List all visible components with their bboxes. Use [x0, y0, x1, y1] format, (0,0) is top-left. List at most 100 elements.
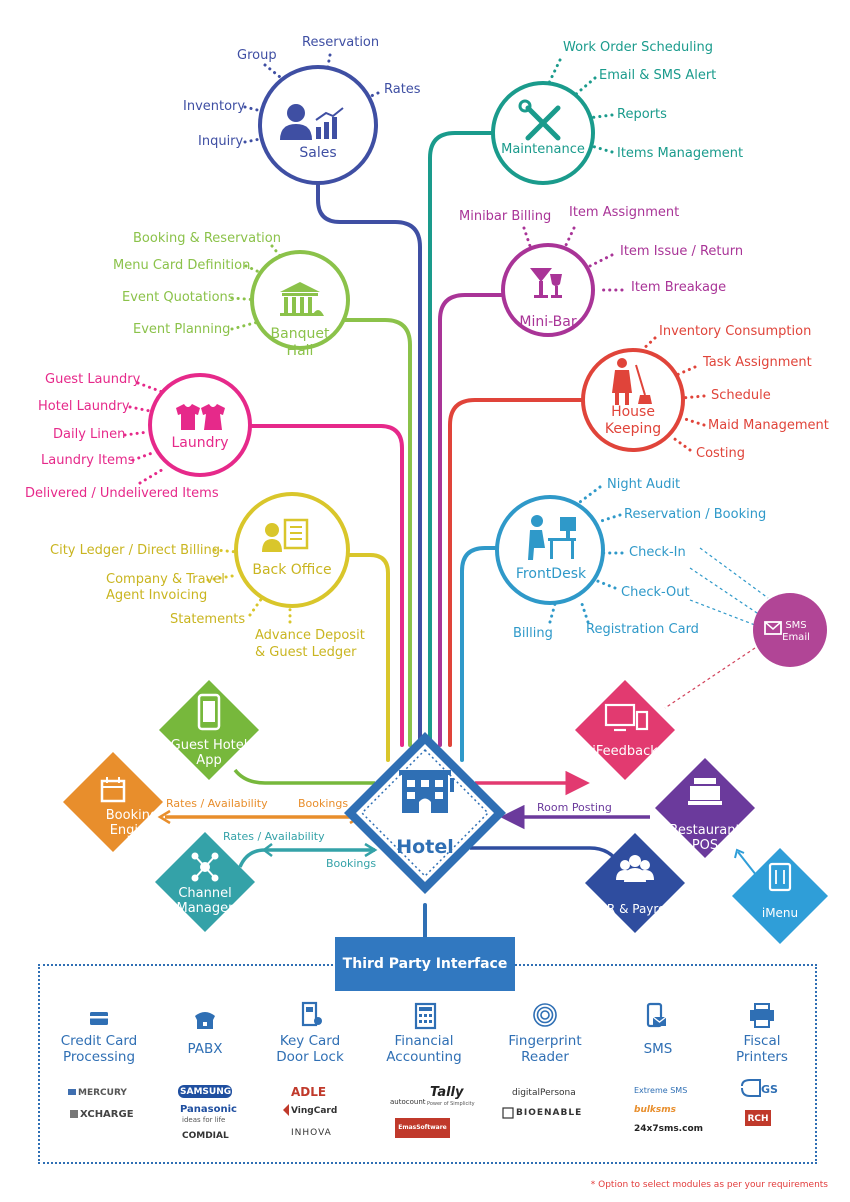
footnote: * Option to select modules as per your r… [590, 1180, 828, 1190]
people-icon [616, 855, 654, 882]
frontdesk-item-night-audit: Night Audit [607, 477, 681, 492]
logo-rch: RCH [747, 1114, 769, 1124]
logo-vingcard: VingCard [291, 1106, 338, 1116]
logo-bulksms: bulksms [634, 1105, 677, 1115]
network-icon [191, 852, 219, 882]
backoffice-item-statements: Statements [170, 612, 246, 627]
laundry-circle [148, 373, 252, 477]
sales-item-inquiry: Inquiry [198, 134, 244, 149]
maintenance-circle [491, 81, 595, 185]
logo-tally: Tally [430, 1085, 464, 1100]
tshirt-icon [176, 404, 225, 430]
telephone-icon [195, 1012, 215, 1029]
backoffice-item-agent-invoicing: Agent Invoicing [106, 588, 208, 603]
credit-card-icon [90, 1012, 108, 1025]
calendar-icon [100, 777, 126, 803]
tpi-sms: SMS [643, 1041, 673, 1057]
logo-samsung: SAMSUNG [180, 1087, 232, 1097]
banquet-icon [280, 282, 324, 316]
sales-item-reservation: Reservation [302, 35, 380, 50]
logo-bioenable: BIOENABLE [516, 1108, 583, 1118]
maintenance-item-items: Items Management [617, 146, 744, 161]
sales-icon [280, 104, 344, 140]
smartphone-icon [197, 693, 221, 731]
backoffice-item-guest-ledger: & Guest Ledger [255, 645, 357, 660]
third-party-header: Third Party Interface [335, 937, 515, 991]
logo-tally-tagline: Power of Simplicity [427, 1101, 475, 1107]
minibar-connector [438, 293, 507, 747]
backoffice-title: Back Office [252, 562, 332, 578]
frontdesk-item-check-in: Check-In [629, 545, 686, 560]
ifeedback-title: iFeedback [592, 744, 658, 759]
hotel-building-icon [399, 770, 454, 813]
frontdesk-title: FrontDesk [515, 566, 587, 582]
laundry-connector [248, 424, 404, 747]
maintenance-item-work-order: Work Order Scheduling [563, 40, 713, 55]
banquet-connector [343, 318, 412, 747]
desk-person-icon [528, 515, 576, 560]
cocktail-icon [530, 268, 562, 298]
maintenance-item-alert: Email & SMS Alert [599, 68, 717, 83]
banquet-item-quotations: Event Quotations [122, 290, 235, 305]
maid-icon [612, 358, 652, 405]
frontdesk-item-registration: Registration Card [586, 622, 699, 637]
logo-comdial: COMDIAL [182, 1131, 229, 1141]
housekeeping-circle [581, 348, 685, 452]
sms-connectors [689, 547, 769, 626]
minibar-circle [501, 243, 595, 337]
key-card-icon [301, 1001, 322, 1027]
minibar-item-breakage: Item Breakage [631, 280, 727, 295]
sales-circle [258, 65, 378, 185]
minibar-item-issue: Item Issue / Return [620, 244, 744, 259]
logo-24x7sms: 24x7sms.com [634, 1124, 703, 1134]
frontdesk-item-check-out: Check-Out [621, 585, 690, 600]
housekeeping-item-maid: Maid Management [708, 418, 829, 433]
backoffice-icon [262, 518, 309, 552]
channel-bookings-label: Bookings [326, 857, 377, 870]
logo-gs: GS [761, 1083, 778, 1096]
laundry-item-items: Laundry Items [41, 453, 135, 468]
cash-register-icon [688, 778, 722, 805]
room-posting-label: Room Posting [537, 801, 612, 814]
frontdesk-connector [460, 546, 512, 762]
booking-bookings-label: Bookings [298, 797, 349, 810]
logo-xcharge: XCHARGE [80, 1109, 134, 1120]
email-icon [764, 621, 782, 635]
calculator-icon [414, 1002, 437, 1030]
devices-icon [604, 703, 649, 732]
imenu-diamond [732, 848, 828, 944]
backoffice-circle [234, 492, 350, 608]
logo-autocount: autocount [390, 1098, 426, 1106]
channel-diamond [155, 832, 255, 932]
logo-emas: EmasSoftware [398, 1124, 447, 1131]
pos-diamond [655, 758, 755, 858]
imenu-title: iMenu [761, 906, 799, 920]
logo-mercury: MERCURY [78, 1088, 127, 1098]
sales-item-inventory: Inventory [183, 99, 246, 114]
tools-icon [518, 99, 561, 141]
logo-digitalpersona: digitalPersona [512, 1088, 576, 1098]
banquet-item-booking: Booking & Reservation [133, 231, 281, 246]
hr-diamond [585, 833, 685, 933]
backoffice-item-advance-deposit: Advance Deposit [255, 628, 365, 643]
sms-phone-icon [646, 1002, 667, 1028]
logo-extreme-sms: Extreme SMS [634, 1086, 688, 1095]
channel-rates-label: Rates / Availability [223, 830, 325, 843]
sales-connector [316, 183, 422, 747]
banquet-item-menu-card: Menu Card Definition [113, 258, 251, 273]
frontdesk-item-reservation: Reservation / Booking [624, 507, 767, 522]
banquet-item-planning: Event Planning [133, 322, 231, 337]
backoffice-item-city-ledger: City Ledger / Direct Billing [50, 543, 221, 558]
